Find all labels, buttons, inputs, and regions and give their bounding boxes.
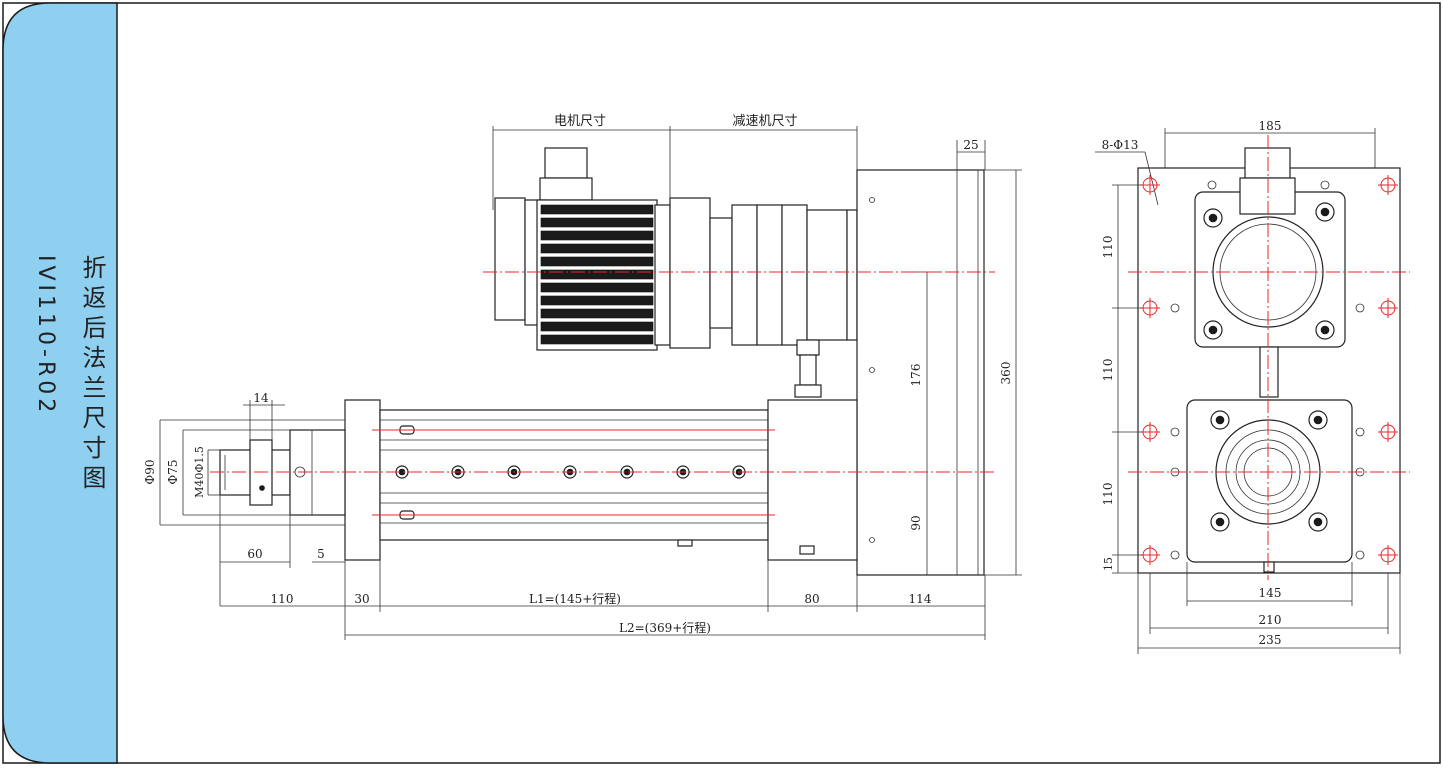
dim-15: 15 xyxy=(1102,557,1115,571)
dim-110-c: 110 xyxy=(1101,483,1115,506)
dim-176: 176 xyxy=(909,364,923,387)
module-bolts xyxy=(395,465,746,479)
sidebar-title: 折返后法兰尺寸图 xyxy=(60,255,110,495)
dim-30: 30 xyxy=(354,592,369,606)
dim-360: 360 xyxy=(999,362,1013,385)
dim-90: 90 xyxy=(909,515,923,530)
title-text: 折返后法兰尺寸图 xyxy=(78,255,106,495)
motor-fins xyxy=(540,204,654,345)
reducer-size-label: 减速机尺寸 xyxy=(732,114,797,129)
dim-5: 5 xyxy=(317,547,325,561)
dim-L1: L1=(145+行程) xyxy=(529,591,621,606)
dim-25: 25 xyxy=(963,138,978,152)
end-view: 185 8-Φ13 xyxy=(1095,119,1410,654)
model-text: IVI110-R02 xyxy=(33,255,58,417)
holes-label: 8-Φ13 xyxy=(1102,138,1139,152)
sidebar-model: IVI110-R02 xyxy=(18,255,58,416)
dim-110-rod: 110 xyxy=(271,592,294,606)
dim-110-a: 110 xyxy=(1101,236,1115,259)
dim-114: 114 xyxy=(909,592,932,606)
dim-phi75: Φ75 xyxy=(166,459,180,484)
motor-size-label: 电机尺寸 xyxy=(554,114,606,129)
dim-phi90: Φ90 xyxy=(143,459,157,484)
dim-L2: L2=(369+行程) xyxy=(619,620,711,635)
small-holes xyxy=(1170,180,1365,560)
dim-185: 185 xyxy=(1259,119,1282,133)
sidebar-tab xyxy=(2,2,118,764)
mounting-holes xyxy=(1140,175,1398,565)
dim-14: 14 xyxy=(253,391,269,405)
dim-80: 80 xyxy=(804,592,819,606)
dim-145: 145 xyxy=(1259,586,1282,600)
dim-thread: M40Φ1.5 xyxy=(193,446,206,498)
side-view: 电机尺寸 减速机尺寸 xyxy=(143,114,1022,640)
dim-110-b: 110 xyxy=(1101,359,1115,382)
dim-210: 210 xyxy=(1259,613,1282,627)
dim-60: 60 xyxy=(247,547,262,561)
dim-235: 235 xyxy=(1259,633,1282,647)
